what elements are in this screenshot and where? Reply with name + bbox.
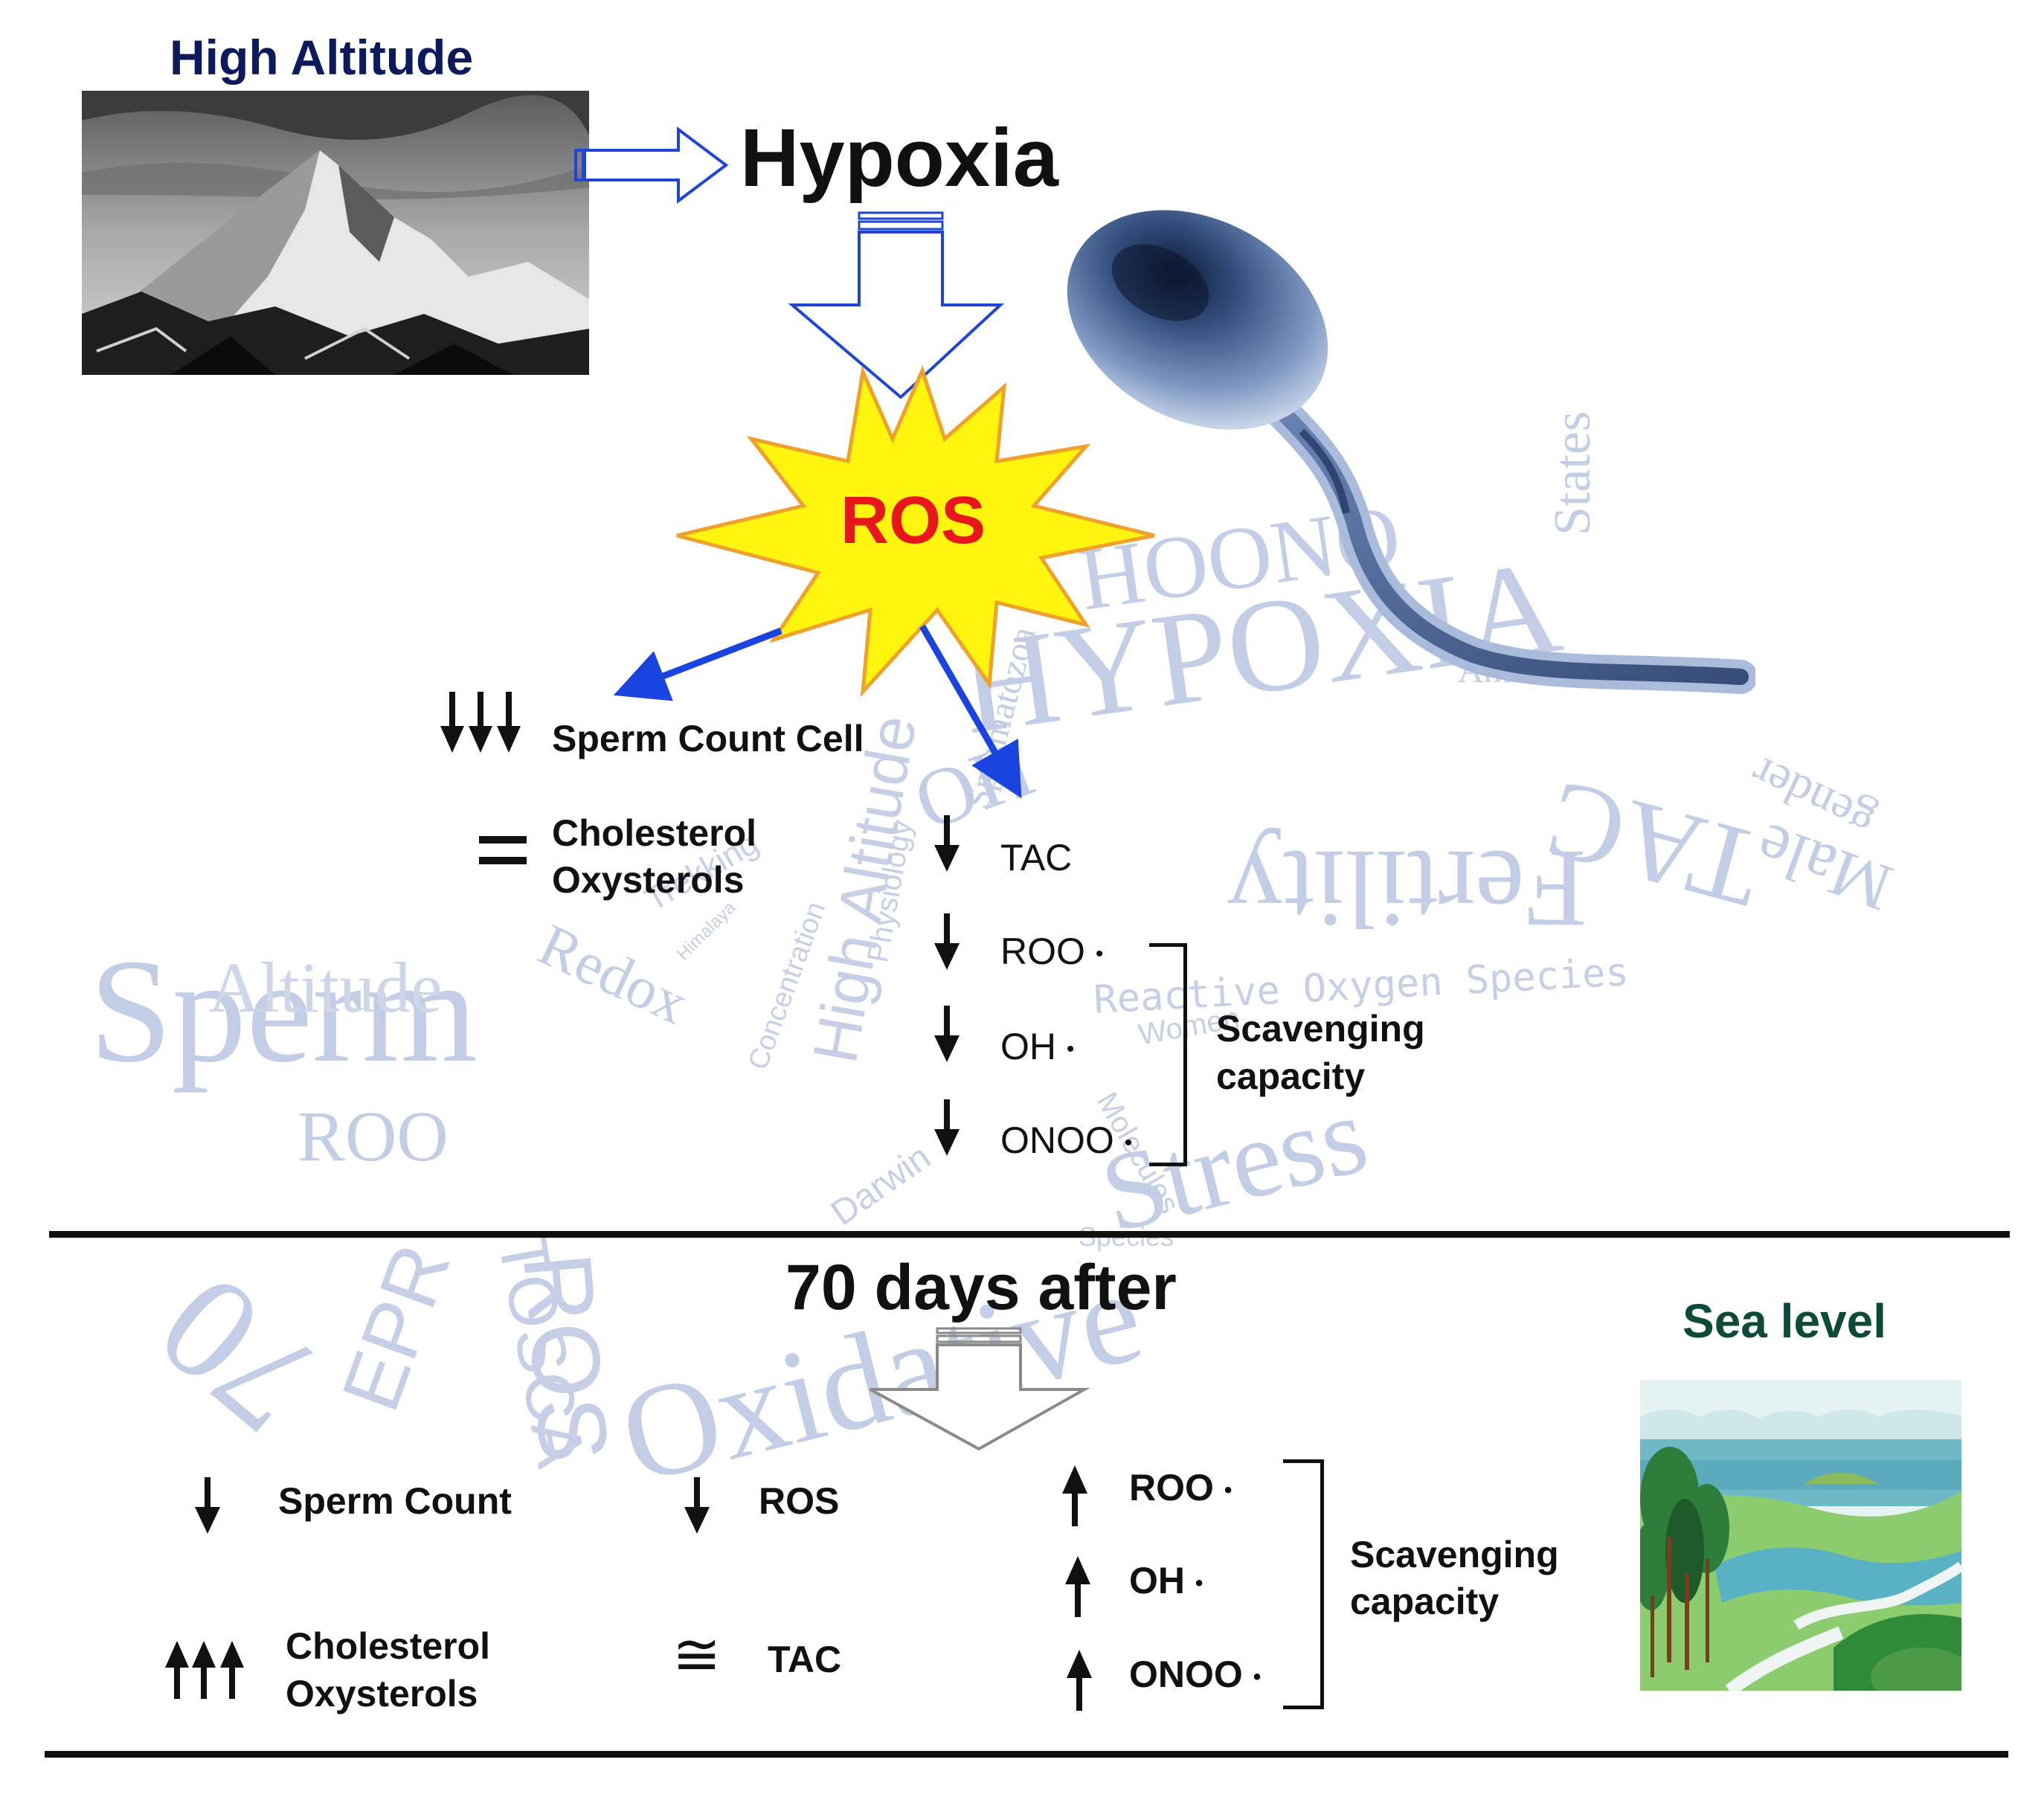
bracket-lower	[1283, 1459, 1324, 1709]
wc-roo: ROO	[298, 1096, 449, 1176]
bracket-upper	[1149, 943, 1187, 1166]
triple-down-arrow-icon	[440, 692, 521, 753]
sperm-count-label-lower: Sperm Count	[278, 1480, 512, 1522]
down-arrow-sperm-count-icon	[205, 1477, 210, 1514]
high-altitude-label: High Altitude	[170, 30, 474, 85]
up-arrow-roo-icon	[1062, 1465, 1087, 1494]
oh-label-lower: OH •	[1129, 1560, 1203, 1601]
down-arrow-onoo-icon	[944, 1099, 950, 1137]
arrow-to-sperm-count	[613, 627, 782, 701]
down-arrow-tac-icon	[944, 815, 950, 852]
onoo-label-upper: ONOO •	[1000, 1119, 1133, 1161]
hollow-arrow-right	[574, 126, 729, 204]
ros-burst	[676, 364, 1155, 698]
cholesterol-label-lower: Cholesterol	[286, 1625, 491, 1667]
down-arrow-roo-icon	[944, 913, 950, 951]
sperm-count-cell-label: Sperm Count Cell	[552, 718, 864, 759]
up-arrow-onoo-icon	[1076, 1677, 1082, 1711]
oh-label-upper: OH •	[1000, 1026, 1075, 1067]
roo-label-lower: ROO •	[1129, 1467, 1232, 1508]
sperm-cell-image	[1067, 210, 1755, 694]
approx-equal-icon: ≅	[672, 1622, 721, 1688]
oxysterols-label-upper: Oxysterols	[552, 859, 745, 901]
up-arrow-oh-icon	[1075, 1583, 1081, 1617]
roo-label-upper: ROO •	[1000, 931, 1104, 972]
capacity-label-upper: capacity	[1216, 1055, 1366, 1097]
sea-level-image	[1640, 1380, 1961, 1691]
hypoxia-label: Hypoxia	[740, 112, 1058, 204]
divider-top	[49, 1231, 2010, 1238]
cholesterol-label-upper: Cholesterol	[552, 812, 757, 854]
mountain-image	[82, 91, 589, 375]
ros-label-lower: ROS	[759, 1480, 840, 1522]
down-arrow-ros-icon	[694, 1477, 700, 1514]
triple-up-arrow-icon	[165, 1641, 244, 1699]
ros-label: ROS	[841, 483, 986, 558]
equals-icon	[479, 836, 527, 864]
tac-label-lower: TAC	[768, 1639, 842, 1680]
wc-altitude: Altitude	[208, 948, 443, 1027]
arrow-to-tac	[919, 624, 1022, 799]
wc-sperm: Sperm	[89, 929, 478, 1093]
days-after-label: 70 days after	[785, 1252, 1177, 1323]
divider-bottom	[45, 1751, 2008, 1758]
capacity-label-lower: capacity	[1350, 1581, 1500, 1622]
hollow-arrow-down	[788, 211, 1005, 399]
gray-hollow-arrow-down	[870, 1327, 1090, 1451]
sea-level-label: Sea level	[1683, 1294, 1886, 1348]
oxysterols-label-lower: Oxysterols	[286, 1673, 478, 1714]
onoo-label-lower: ONOO •	[1129, 1653, 1262, 1695]
tac-label-upper: TAC	[1000, 837, 1073, 878]
down-arrow-oh-icon	[944, 1006, 950, 1043]
scavenging-label-lower: Scavenging	[1350, 1534, 1559, 1575]
scavenging-label-upper: Scavenging	[1216, 1008, 1425, 1050]
